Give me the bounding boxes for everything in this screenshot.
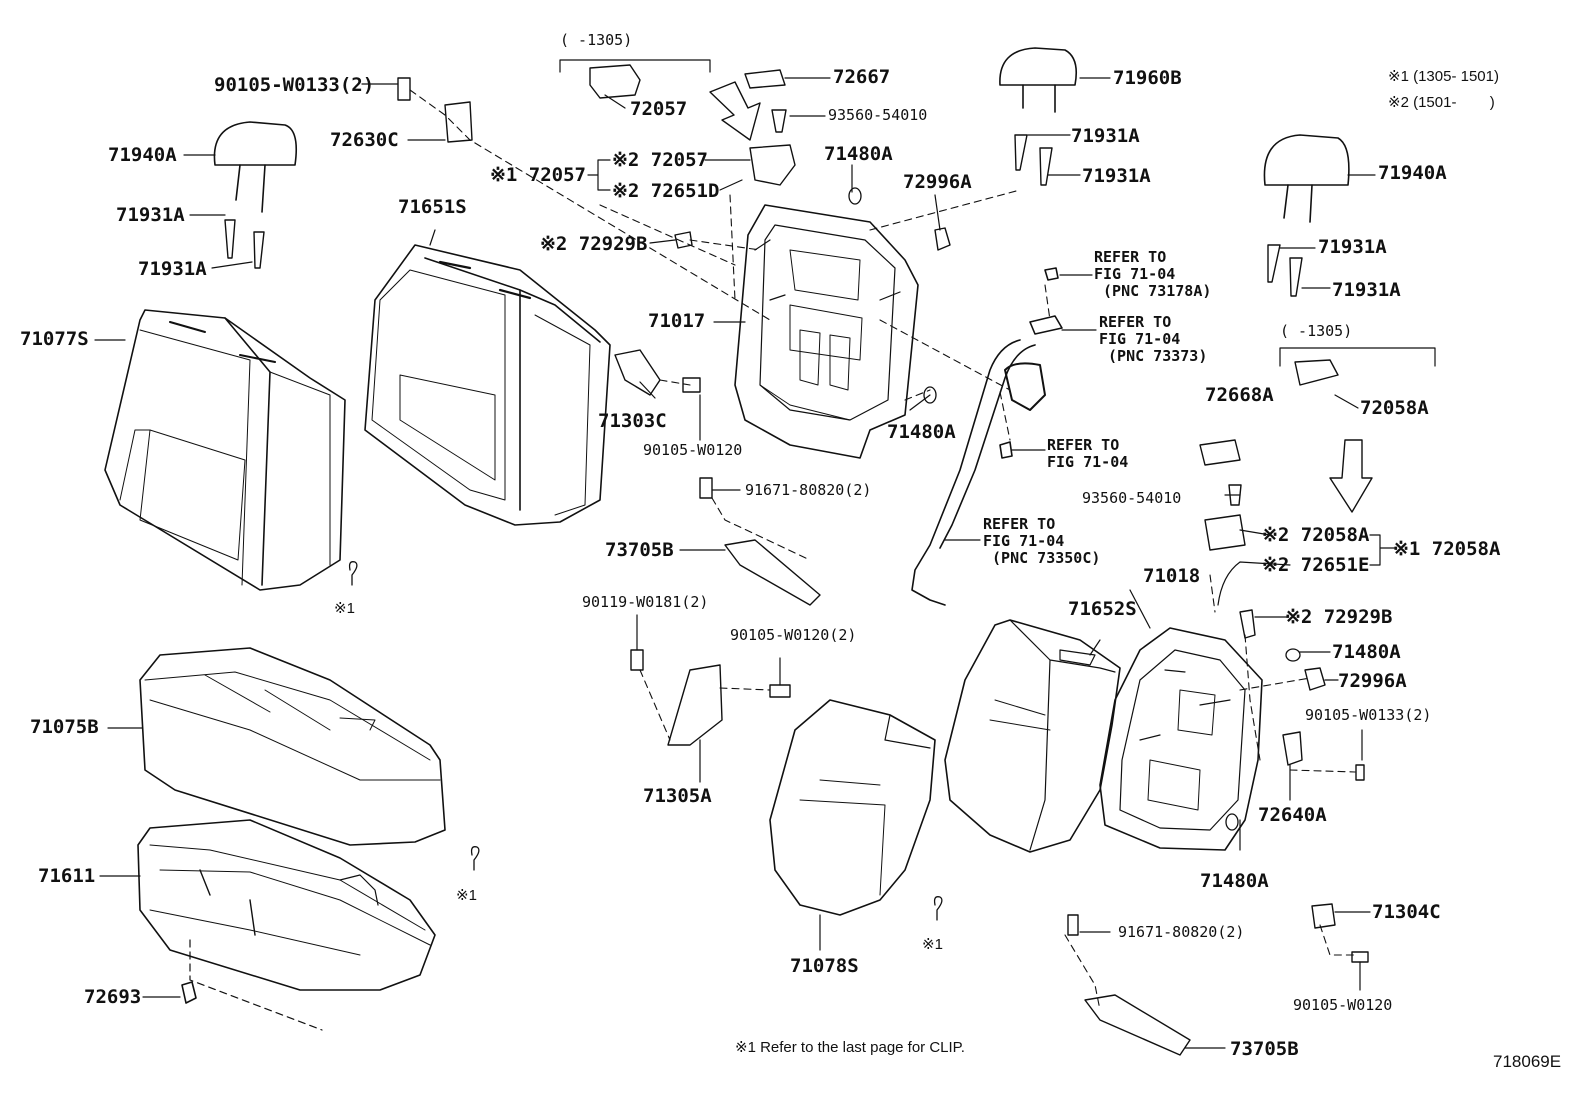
label-71960B: 71960B xyxy=(1113,67,1182,89)
label-71075B: 71075B xyxy=(30,716,99,738)
label-71931A-left-2: 71931A xyxy=(138,258,207,280)
label-71931A-right-1: 71931A xyxy=(1318,236,1387,258)
label-71940A-left: 71940A xyxy=(108,144,177,166)
label-91671-top: 91671-80820(2) xyxy=(745,481,872,499)
label-71077S: 71077S xyxy=(20,328,89,350)
label-71480A-right-2: 71480A xyxy=(1200,870,1269,892)
small-parts xyxy=(444,64,1339,1056)
label-71931A-right-2: 71931A xyxy=(1332,279,1401,301)
label-72996A-right: 72996A xyxy=(1338,670,1407,692)
label-72058A-x2: ※2 72058A xyxy=(1262,524,1370,546)
label-71931A-center-1: 71931A xyxy=(1071,125,1140,147)
label-72057-top: 72057 xyxy=(630,98,688,120)
label-71017: 71017 xyxy=(648,310,706,332)
label-71651S: 71651S xyxy=(398,196,467,218)
label-71931A-left-1: 71931A xyxy=(116,204,185,226)
label-93560-right: 93560-54010 xyxy=(1082,489,1182,507)
clip-72693 xyxy=(181,981,197,1004)
label-71078S: 71078S xyxy=(790,955,859,977)
seat-pad-71611 xyxy=(137,819,436,991)
clip-marks xyxy=(348,561,943,921)
label-71480A-right-1: 71480A xyxy=(1332,641,1401,663)
arrow-right xyxy=(1329,439,1373,513)
label-73705B-top: 73705B xyxy=(605,539,674,561)
label-clip-3: ※1 xyxy=(922,936,943,953)
seatback-frame-71018 xyxy=(1099,627,1263,851)
label-72996A-top: 72996A xyxy=(903,171,972,193)
label-72651E: ※2 72651E xyxy=(1262,554,1370,576)
label-71304C: 71304C xyxy=(1372,901,1441,923)
seat-cushion-71075B xyxy=(139,647,446,846)
headrest-71940A-left xyxy=(213,121,298,213)
seatback-cover-71651S xyxy=(364,244,611,526)
label-72057-x2: ※2 72057 xyxy=(612,149,708,171)
legend-note-2: ※2 (1501- ) xyxy=(1388,94,1495,111)
label-93560-top: 93560-54010 xyxy=(828,106,928,124)
label-refer-plain: REFER TO FIG 71-04 xyxy=(1047,436,1129,471)
label-71611: 71611 xyxy=(38,865,96,887)
label-clip-1: ※1 xyxy=(334,600,355,617)
label-72651D: ※2 72651D xyxy=(612,180,720,202)
headrest-guides xyxy=(224,134,1303,297)
grommets xyxy=(848,187,1301,831)
label-72668A: 72668A xyxy=(1205,384,1274,406)
label-72630C: 72630C xyxy=(330,129,399,151)
seatback-cover-71077S xyxy=(104,309,346,591)
label-73705B-bottom: 73705B xyxy=(1230,1038,1299,1060)
label-90119-W0181: 90119-W0181(2) xyxy=(582,593,709,611)
label-72057-x1: ※1 72057 xyxy=(490,164,586,186)
seatback-cover-71078S xyxy=(769,699,936,916)
headrest-71940A-right xyxy=(1263,134,1350,223)
label-71480A-mid: 71480A xyxy=(887,421,956,443)
label-72929B-top: ※2 72929B xyxy=(540,233,648,255)
label-refer-73350C: REFER TO FIG 71-04 (PNC 73350C) xyxy=(983,515,1101,567)
label-refer-73178A: REFER TO FIG 71-04 (PNC 73178A) xyxy=(1094,248,1212,300)
label-71018: 71018 xyxy=(1143,565,1201,587)
label-range-1305-right: ( -1305) xyxy=(1280,322,1353,340)
label-refer-73373: REFER TO FIG 71-04 (PNC 73373) xyxy=(1099,313,1208,365)
label-71480A-top: 71480A xyxy=(824,143,893,165)
label-range-1305-top: ( -1305) xyxy=(560,31,633,49)
label-clip-2: ※1 xyxy=(456,887,477,904)
arrow-top xyxy=(709,81,761,141)
label-72929B-right: ※2 72929B xyxy=(1285,606,1393,628)
figure-number: 718069E xyxy=(1493,1052,1562,1071)
seatback-cover-71652S xyxy=(944,619,1121,853)
label-72640A: 72640A xyxy=(1258,804,1327,826)
leader-72693 xyxy=(189,939,323,1031)
label-72058A-x1: ※1 72058A xyxy=(1393,538,1501,560)
legend-note-1: ※1 (1305- 1501) xyxy=(1388,68,1499,85)
headrest-71960B xyxy=(999,47,1078,113)
label-71940A-right: 71940A xyxy=(1378,162,1447,184)
label-71652S: 71652S xyxy=(1068,598,1137,620)
label-71305A: 71305A xyxy=(643,785,712,807)
dashed-guides xyxy=(409,89,1356,1011)
label-91671-bottom: 91671-80820(2) xyxy=(1118,923,1245,941)
leader-lines xyxy=(94,59,1436,1049)
label-90105-W0120-mid: 90105-W0120 xyxy=(643,441,743,459)
label-90105-W0133-right: 90105-W0133(2) xyxy=(1305,706,1432,724)
label-90105-W0133-top: 90105-W0133(2) xyxy=(214,74,375,96)
label-71931A-center-2: 71931A xyxy=(1082,165,1151,187)
label-71303C: 71303C xyxy=(598,410,667,432)
bolts xyxy=(397,77,1369,963)
label-72058A-top: 72058A xyxy=(1360,397,1429,419)
seat-belt-assembly xyxy=(911,267,1063,606)
label-72667: 72667 xyxy=(833,66,891,88)
footnote-clip: ※1 Refer to the last page for CLIP. xyxy=(735,1039,965,1056)
seatback-frame-71017 xyxy=(734,204,919,459)
label-72693: 72693 xyxy=(84,986,142,1008)
label-90105-W0120-bottom: 90105-W0120 xyxy=(1293,996,1393,1014)
label-90105-W0120-2: 90105-W0120(2) xyxy=(730,626,857,644)
